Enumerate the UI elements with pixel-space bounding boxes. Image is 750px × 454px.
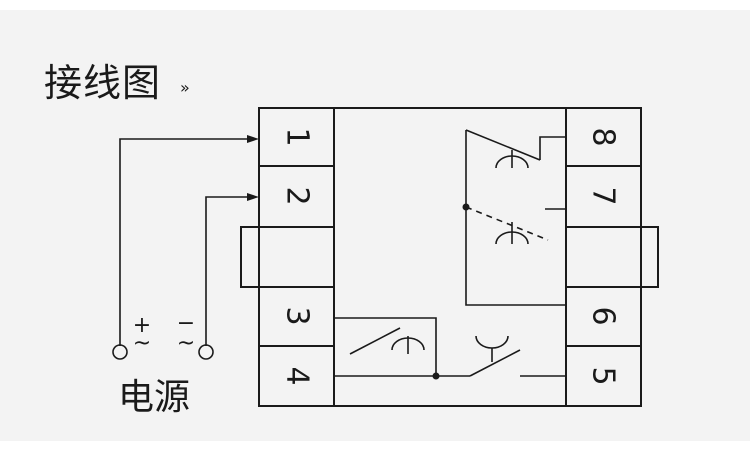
diagram-panel — [0, 10, 750, 441]
plus-sign: + — [133, 313, 151, 338]
power-terminal-minus — [198, 344, 214, 360]
power-wire-1 — [119, 135, 259, 346]
left-mount-tab — [240, 226, 335, 288]
pin-5-label: 5 — [586, 366, 621, 385]
pin-6-label: 6 — [586, 306, 621, 325]
relay-body — [258, 107, 642, 407]
pin-4-label: 4 — [280, 366, 315, 385]
ac-symbol-left: ~ — [133, 331, 151, 356]
power-terminal-plus — [112, 344, 128, 360]
ac-symbol-right: ~ — [177, 331, 195, 356]
pin-2-label: 2 — [280, 186, 315, 205]
pin-3-label: 3 — [280, 306, 315, 325]
title-chevron: » — [180, 78, 190, 97]
contact-group-upper — [462, 129, 566, 306]
pin-1-label: 1 — [280, 127, 315, 146]
diagram-title: 接线图 — [44, 61, 162, 105]
contact-group-lower — [334, 317, 566, 380]
power-wire-2 — [205, 193, 259, 346]
minus-sign: − — [177, 311, 195, 336]
pin-7-label: 7 — [586, 186, 621, 205]
right-mount-tab — [565, 226, 659, 288]
power-label: 电源 — [118, 377, 191, 418]
pin-8-label: 8 — [586, 127, 621, 146]
